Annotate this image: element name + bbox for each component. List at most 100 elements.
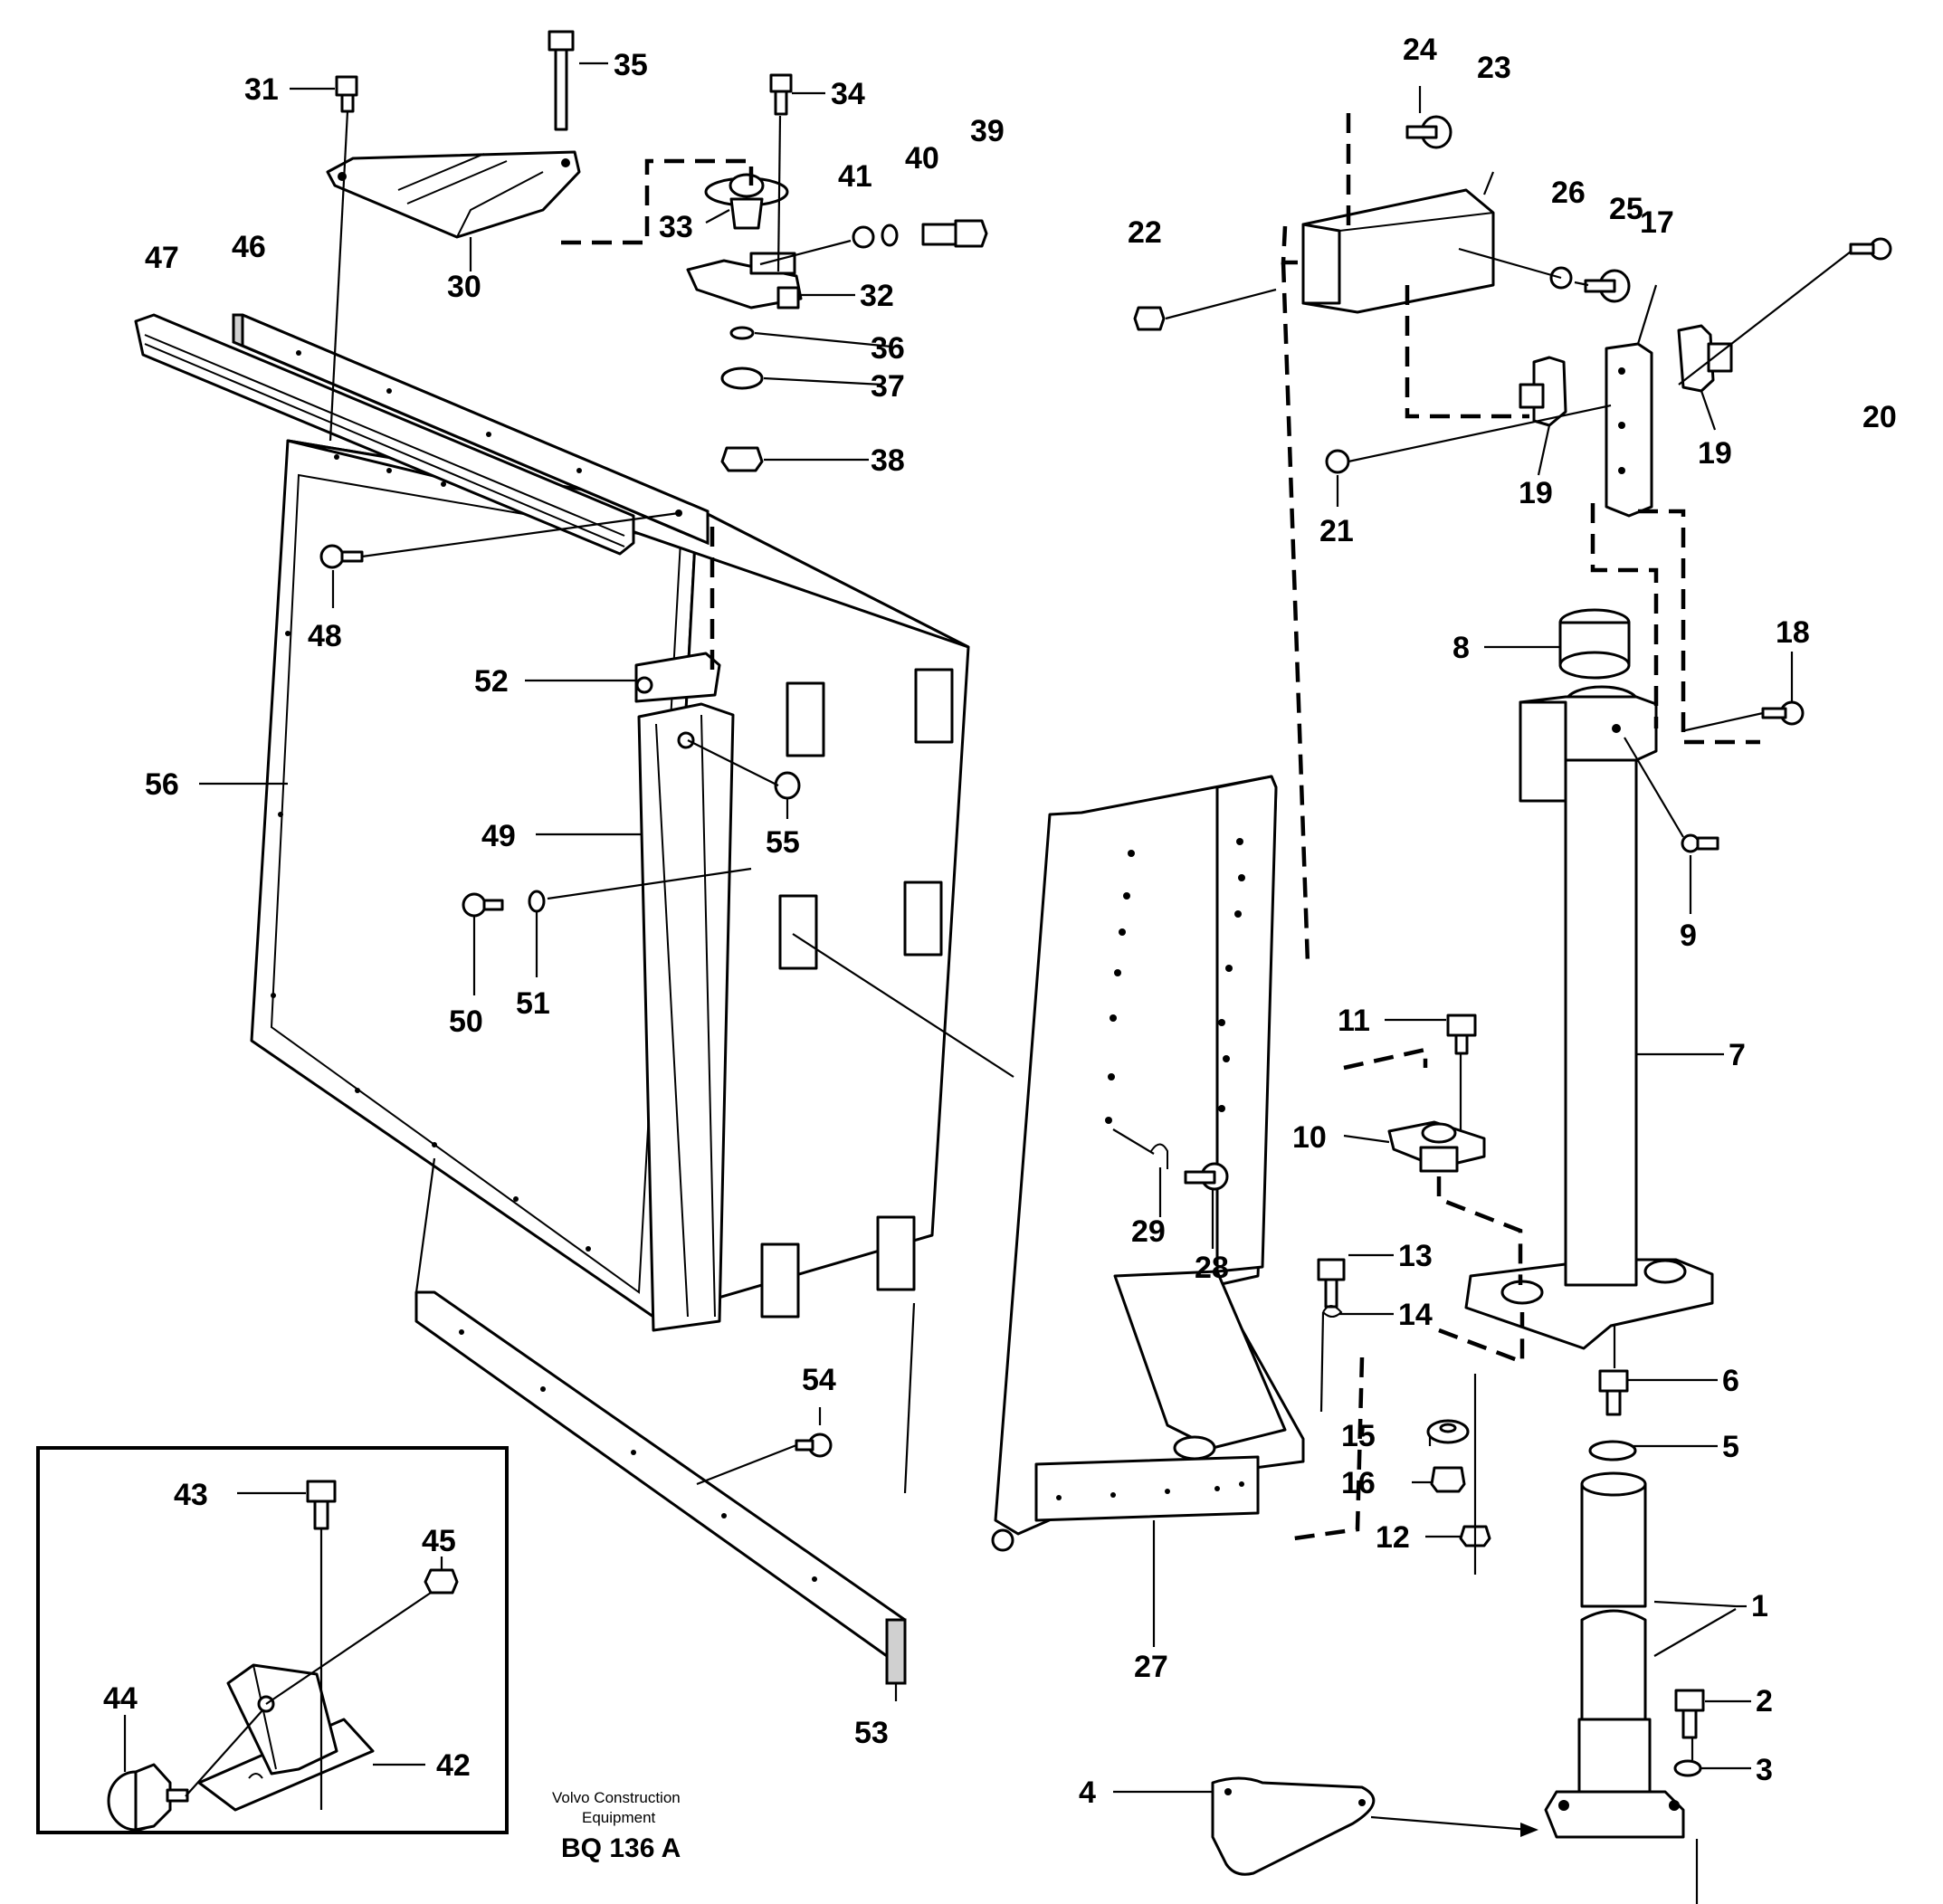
callout-5: 5 xyxy=(1722,1430,1739,1464)
dash-connector-17-18 xyxy=(1638,509,1760,745)
callout-26: 26 xyxy=(1551,176,1586,210)
callout-19b: 19 xyxy=(1698,436,1732,471)
callout-38: 38 xyxy=(871,443,905,478)
leader-1b xyxy=(1653,1608,1737,1657)
washer-37 xyxy=(720,367,764,390)
bolt-18 xyxy=(1761,700,1805,726)
credit-line-1: Volvo Construction xyxy=(552,1789,681,1806)
callout-29: 29 xyxy=(1131,1214,1166,1249)
leader-29 xyxy=(1112,1128,1155,1155)
block-52 xyxy=(634,652,721,703)
dash-connector-10-base xyxy=(1436,1176,1523,1285)
callout-13: 13 xyxy=(1398,1239,1433,1273)
callout-6: 6 xyxy=(1722,1364,1739,1398)
callout-3: 3 xyxy=(1756,1753,1773,1787)
dash-connector-14-27 xyxy=(1293,1357,1365,1541)
callout-20: 20 xyxy=(1862,400,1897,434)
drawing-code: BQ 136 A xyxy=(561,1833,681,1863)
callout-36: 36 xyxy=(871,331,905,366)
callout-50: 50 xyxy=(449,1004,483,1039)
callout-7: 7 xyxy=(1729,1038,1746,1072)
callout-37: 37 xyxy=(871,369,905,404)
leader-1a xyxy=(1653,1600,1737,1608)
dash-connector-23-19 xyxy=(1405,285,1529,419)
credit-line-2: Equipment xyxy=(582,1809,656,1826)
angle-rail-47 xyxy=(134,313,635,556)
nut-16 xyxy=(1430,1466,1466,1493)
rubber-mount-33 xyxy=(704,173,789,230)
callout-27: 27 xyxy=(1134,1650,1168,1684)
callout-18: 18 xyxy=(1776,615,1810,650)
flange-17 xyxy=(1605,342,1653,518)
callout-44: 45 xyxy=(422,1524,456,1558)
callout-8: 8 xyxy=(1452,631,1470,665)
washer-55 xyxy=(774,771,801,800)
bolt-6 xyxy=(1598,1369,1629,1416)
rubber-mount-19b xyxy=(1677,324,1733,393)
bolt-20 xyxy=(1849,237,1892,261)
plate-4 xyxy=(1211,1776,1376,1876)
clip-29 xyxy=(1150,1143,1168,1169)
arrow-4 xyxy=(1370,1815,1530,1832)
drawing-credit: Volvo Construction Equipment BQ 136 A xyxy=(552,1789,681,1863)
clip-14 xyxy=(1322,1305,1343,1318)
callout-9: 9 xyxy=(1680,919,1697,953)
bottom-strip-53 xyxy=(414,1290,907,1685)
dash-connector-10-top xyxy=(1343,1047,1428,1071)
callout-46: 46 xyxy=(232,230,266,264)
leader-lines-right xyxy=(1113,86,1852,1904)
callout-39: 39 xyxy=(970,114,1005,148)
callout-14: 14 xyxy=(1398,1298,1433,1332)
callout-48: 48 xyxy=(308,619,342,653)
bolt-35 xyxy=(548,30,575,131)
callout-53: 53 xyxy=(854,1716,889,1750)
callout-10: 10 xyxy=(1292,1120,1327,1155)
nut-38 xyxy=(720,446,764,472)
callout-41: 41 xyxy=(838,159,872,194)
callout-19a: 19 xyxy=(1519,476,1553,510)
washer-5 xyxy=(1588,1440,1637,1461)
callout-21: 21 xyxy=(1319,514,1354,548)
callout-12: 12 xyxy=(1376,1520,1410,1555)
callout-42: 42 xyxy=(436,1748,471,1783)
bolt-2 xyxy=(1674,1689,1705,1739)
washer-40 xyxy=(881,224,899,247)
callout-45: 44 xyxy=(103,1681,138,1716)
callout-55: 55 xyxy=(766,825,800,860)
washer-36 xyxy=(729,326,755,340)
dash-connector-23-left xyxy=(1281,225,1303,265)
column-7 xyxy=(1464,685,1714,1350)
nut-22 xyxy=(1133,306,1166,331)
callout-labels: 1 2 3 4 5 6 7 8 9 10 11 12 13 14 15 16 1… xyxy=(103,33,1897,1810)
callout-47: 47 xyxy=(145,241,179,275)
callout-54: 54 xyxy=(802,1363,836,1397)
callout-43: 43 xyxy=(174,1478,208,1512)
bolt-34 xyxy=(769,73,793,116)
grease-nipple-9 xyxy=(1681,833,1719,853)
callout-35: 35 xyxy=(614,48,648,82)
callout-1: 1 xyxy=(1751,1589,1768,1623)
callout-4: 4 xyxy=(1079,1775,1096,1810)
rubber-mount-10 xyxy=(1387,1120,1486,1173)
callout-34: 34 xyxy=(831,77,865,111)
callout-23: 23 xyxy=(1477,51,1511,85)
callout-30: 30 xyxy=(447,270,481,304)
bracket-32 xyxy=(686,252,803,309)
callout-52: 52 xyxy=(474,664,509,699)
callout-40: 40 xyxy=(905,141,939,176)
leader-lines-left xyxy=(199,62,1014,1701)
side-bracket-49 xyxy=(637,702,735,1332)
leader-9 xyxy=(1624,737,1684,838)
callout-33: 33 xyxy=(659,210,693,244)
rubber-mount-19a xyxy=(1519,356,1567,427)
washer-3 xyxy=(1673,1759,1702,1777)
arrow-head-4 xyxy=(1520,1823,1538,1837)
callout-56: 56 xyxy=(145,767,179,802)
mount-plate-30 xyxy=(326,150,581,239)
dash-connector-30-33 xyxy=(561,158,754,245)
callout-17: 17 xyxy=(1640,205,1674,240)
dash-connector-23-support xyxy=(1281,262,1310,965)
callout-11: 11 xyxy=(1338,1004,1370,1038)
callout-15: 15 xyxy=(1341,1419,1376,1453)
